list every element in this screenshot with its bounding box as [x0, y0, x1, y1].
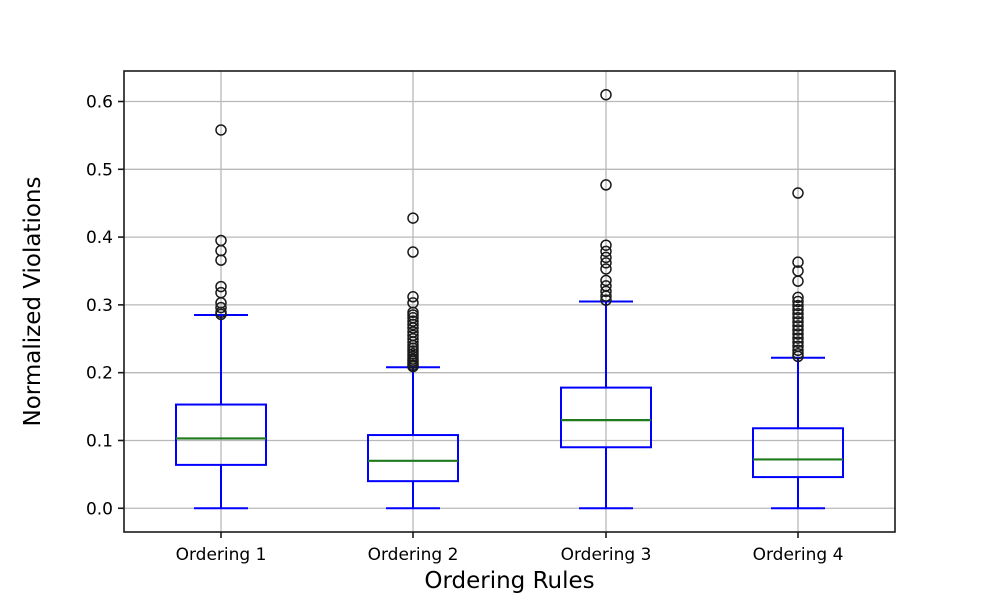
outlier-2-3 — [407, 291, 419, 303]
y-tick-label-4: 0.4 — [86, 228, 113, 248]
outlier-2-9 — [407, 318, 419, 331]
outlier-1-10 — [215, 308, 227, 321]
boxplot-4 — [752, 187, 844, 510]
boxplot-2 — [367, 212, 459, 510]
y-axis-ticks: 0.0 0.1 0.2 0.3 0.4 0.5 0.6 — [86, 93, 124, 519]
boxplot-3 — [560, 88, 652, 510]
y-axis-title: Normalized Violations — [20, 177, 46, 427]
box-plots — [175, 88, 844, 510]
outlier-4-10 — [792, 312, 804, 324]
outlier-2-1 — [407, 212, 419, 224]
outlier-4-4 — [792, 275, 804, 287]
plot-border — [123, 70, 896, 533]
outlier-4-7 — [792, 299, 804, 312]
outlier-4-12 — [792, 320, 804, 332]
outlier-3-5 — [600, 251, 612, 264]
outlier-2-10 — [407, 322, 419, 334]
outlier-4-15 — [792, 332, 804, 344]
y-tick-label-1: 0.1 — [86, 431, 113, 451]
outlier-3-6 — [600, 257, 612, 269]
outlier-4-9 — [792, 307, 804, 320]
outlier-3-4 — [600, 245, 612, 258]
x-axis-ticks: Ordering 1 Ordering 2 Ordering 3 Ordering 4 — [176, 532, 844, 565]
axis-titles: Ordering Rules Normalized Violations — [20, 177, 595, 594]
outlier-2-24 — [407, 360, 419, 373]
outlier-4-8 — [792, 303, 804, 316]
x-axis-title: Ordering Rules — [424, 568, 594, 594]
outlier-4-18 — [792, 344, 804, 357]
outlier-1-1 — [215, 124, 227, 136]
y-tick-label-0: 0.0 — [86, 499, 113, 519]
x-tick-label-0: Ordering 1 — [176, 545, 267, 565]
y-tick-label-3: 0.3 — [86, 296, 113, 316]
box-body-2 — [367, 434, 459, 483]
outlier-4-16 — [792, 336, 804, 348]
outlier-4-1 — [792, 187, 804, 199]
outlier-4-6 — [792, 295, 804, 308]
boxplot-1 — [175, 124, 267, 510]
outlier-1-8 — [215, 301, 227, 314]
outlier-4-14 — [792, 328, 804, 340]
outlier-3-12 — [600, 294, 612, 306]
grid-lines — [124, 71, 895, 532]
outlier-4-2 — [792, 256, 804, 268]
box-body-1 — [175, 403, 267, 466]
outlier-4-20 — [792, 350, 804, 363]
y-tick-label-6: 0.6 — [86, 93, 113, 113]
outlier-2-14 — [407, 336, 419, 348]
outlier-4-11 — [792, 316, 804, 328]
outlier-3-2 — [600, 179, 612, 191]
outlier-2-2 — [407, 246, 419, 258]
y-tick-label-2: 0.2 — [86, 364, 113, 384]
outlier-4-5 — [792, 291, 804, 304]
outlier-3-10 — [600, 285, 612, 298]
outlier-1-4 — [215, 254, 227, 266]
outlier-3-11 — [600, 290, 612, 302]
x-tick-label-3: Ordering 4 — [753, 545, 844, 565]
outlier-4-13 — [792, 324, 804, 336]
box-body-3 — [560, 386, 652, 449]
outlier-1-5 — [215, 280, 227, 293]
y-tick-label-5: 0.5 — [86, 160, 113, 180]
x-tick-label-1: Ordering 2 — [368, 545, 459, 565]
box-body-4 — [752, 427, 844, 479]
outlier-3-8 — [600, 274, 612, 287]
plot-frame — [123, 70, 896, 533]
outlier-2-8 — [407, 315, 419, 327]
x-tick-label-2: Ordering 3 — [561, 545, 652, 565]
outlier-3-3 — [600, 239, 612, 251]
outlier-3-1 — [600, 88, 612, 101]
outlier-3-7 — [600, 263, 612, 275]
